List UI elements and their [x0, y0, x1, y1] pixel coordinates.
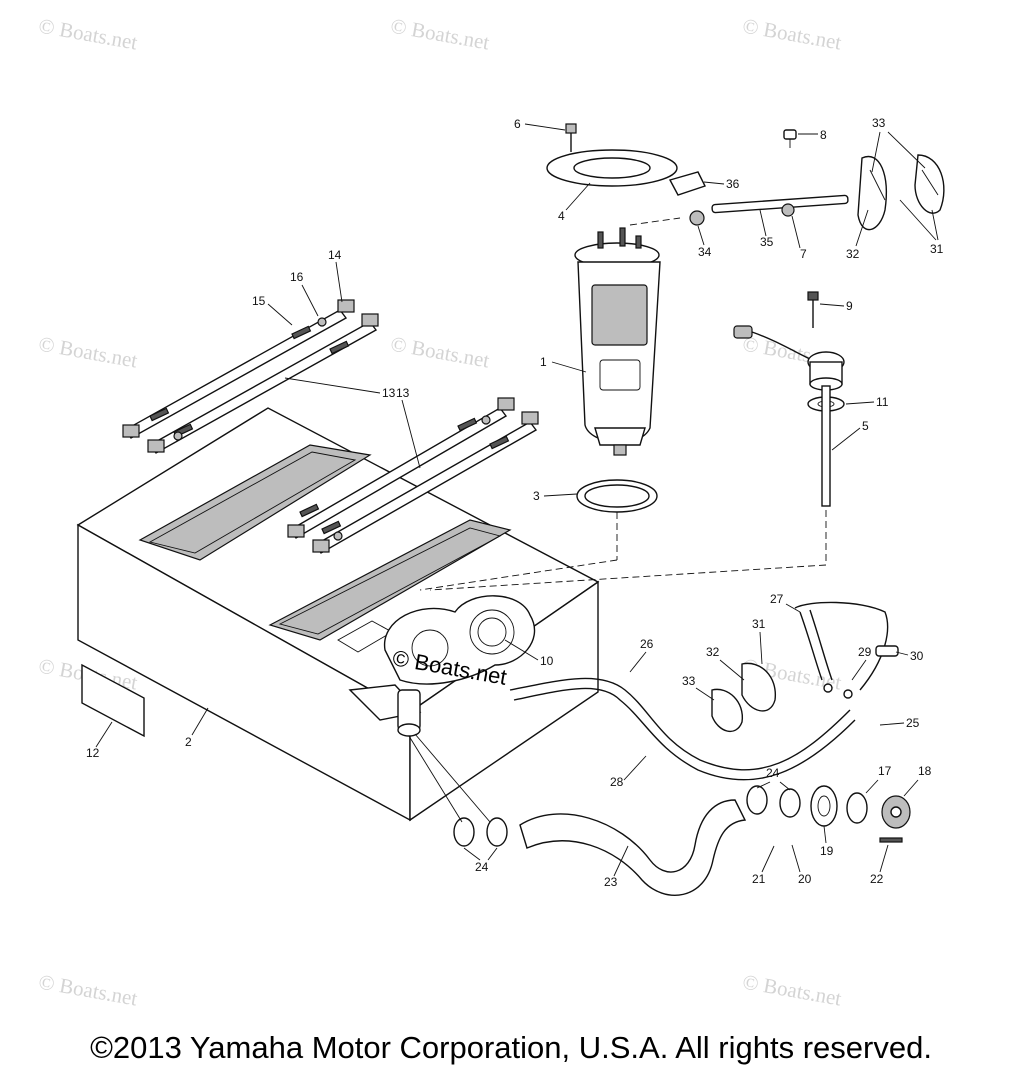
callout: 18	[918, 764, 932, 778]
tank-band-right	[287, 397, 539, 554]
callout: 13	[396, 386, 410, 400]
callout: 5	[862, 419, 869, 433]
callout: 33	[682, 674, 696, 688]
callout: 3	[533, 489, 540, 503]
callout: 34	[698, 245, 712, 259]
callout: 20	[798, 872, 812, 886]
callout: 31	[930, 242, 944, 256]
callout: 23	[604, 875, 618, 889]
callout: 28	[610, 775, 624, 789]
callout: 8	[820, 128, 827, 142]
callout: 24	[475, 860, 489, 874]
fuel-tank	[76, 407, 600, 822]
tank-band-left	[122, 299, 379, 454]
callout: 32	[706, 645, 720, 659]
bracket-clips-upper	[857, 154, 945, 231]
copyright-notice: ©2013 Yamaha Motor Corporation, U.S.A. A…	[90, 1030, 932, 1065]
hose-clamps-lower	[453, 785, 801, 847]
callout: 17	[878, 764, 892, 778]
callout: 1	[540, 355, 547, 369]
callout: 15	[252, 294, 266, 308]
callout: 26	[640, 637, 654, 651]
callout: 10	[540, 654, 554, 668]
callout: 30	[910, 649, 924, 663]
callout: 33	[872, 116, 886, 130]
callout: 7	[800, 247, 807, 261]
callout: 21	[752, 872, 766, 886]
callout: 32	[846, 247, 860, 261]
callout: 31	[752, 617, 766, 631]
callout: 22	[870, 872, 884, 886]
pump-bolt	[565, 123, 577, 152]
fuel-pump-assembly	[574, 217, 681, 456]
vent-hose-assembly	[668, 129, 849, 226]
callout: 4	[558, 209, 565, 223]
bracket-clips-lower	[711, 662, 776, 733]
callout: 12	[86, 746, 100, 760]
callout: 16	[290, 270, 304, 284]
callout: 2	[185, 735, 192, 749]
callout-labels: 1 2 3 4 5 6 7 8 9 10 11 12 13 13 14 15 1…	[86, 116, 944, 889]
callout: 29	[858, 645, 872, 659]
callout: 14	[328, 248, 342, 262]
fuel-sender-unit	[733, 291, 845, 507]
callout: 19	[820, 844, 834, 858]
pump-gasket	[576, 479, 658, 513]
check-valve	[823, 645, 899, 699]
callout: 6	[514, 117, 521, 131]
callout: 11	[876, 395, 889, 409]
fuel-breather-hose	[509, 601, 889, 781]
leader-lines	[408, 510, 827, 823]
pump-retainer-ring	[546, 149, 678, 187]
callout: 9	[846, 299, 853, 313]
callout: 35	[760, 235, 774, 249]
callout: 25	[906, 716, 920, 730]
callout: 13	[382, 386, 396, 400]
filler-hose	[519, 799, 747, 896]
filler-cap-assembly	[810, 785, 911, 843]
callout: 24	[766, 766, 780, 780]
callout: 27	[770, 592, 784, 606]
callout: 36	[726, 177, 740, 191]
